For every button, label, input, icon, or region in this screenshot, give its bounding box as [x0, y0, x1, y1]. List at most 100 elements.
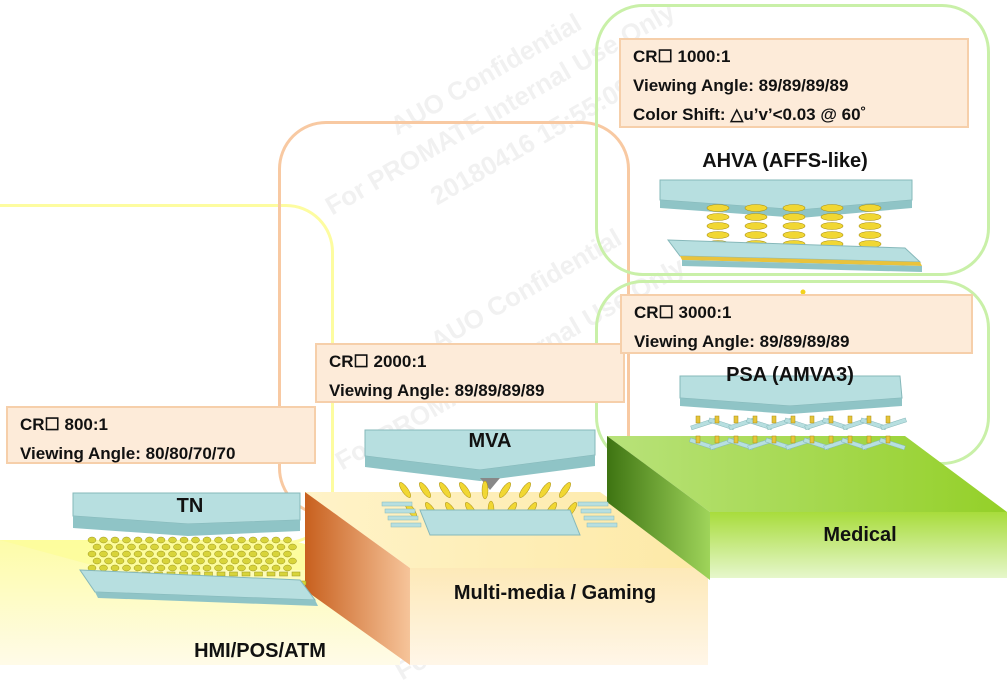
lc-molecule	[820, 222, 844, 230]
lc-molecule	[706, 222, 730, 230]
tn-viewing-angle: Viewing Angle: 80/80/70/70	[20, 444, 236, 463]
lc-molecule	[202, 564, 212, 572]
psa-cell-illustration	[679, 375, 907, 451]
lc-molecule	[695, 435, 701, 444]
lc-molecule	[242, 557, 251, 565]
lc-molecule	[519, 482, 531, 498]
lc-molecule	[714, 435, 720, 444]
mva-electrode	[580, 508, 612, 514]
lc-molecule	[214, 536, 223, 544]
lc-molecule	[122, 536, 131, 544]
lc-molecule	[133, 550, 143, 558]
lc-molecule	[439, 482, 451, 498]
ahva-spec-box: CR☐ 1000:1 Viewing Angle: 89/89/89/89 Co…	[619, 38, 969, 128]
lc-molecule	[260, 550, 269, 558]
lc-molecule	[179, 550, 189, 558]
mva-electrode	[586, 522, 618, 528]
lc-molecule	[271, 536, 281, 544]
lc-molecule	[202, 536, 212, 544]
lc-molecule	[271, 564, 281, 572]
lc-molecule	[92, 543, 102, 551]
lc-molecule	[847, 415, 853, 424]
lc-molecule	[99, 564, 108, 572]
lc-molecule	[173, 543, 182, 551]
tn-spec-box: CR☐ 800:1 Viewing Angle: 80/80/70/70	[6, 406, 316, 464]
lc-molecule	[145, 550, 154, 558]
lc-molecule	[184, 543, 194, 551]
lc-molecule	[145, 536, 154, 544]
lc-molecule	[225, 550, 235, 558]
lc-molecule	[122, 550, 131, 558]
tn-contrast-ratio: CR☐ 800:1	[20, 415, 108, 434]
mva-label: MVA	[468, 430, 512, 452]
lc-molecule	[191, 564, 200, 572]
lc-molecule	[866, 435, 872, 444]
lc-molecule	[820, 204, 844, 212]
lc-molecule	[288, 543, 297, 551]
lc-molecule	[230, 557, 240, 565]
psa-contrast-ratio: CR☐ 3000:1	[634, 303, 732, 322]
lc-molecule	[179, 564, 189, 572]
lc-molecule	[858, 222, 882, 230]
lc-molecule	[744, 213, 768, 221]
lc-molecule	[219, 543, 228, 551]
lc-molecule	[127, 557, 136, 565]
lc-molecule	[161, 543, 171, 551]
lc-molecule	[242, 543, 251, 551]
lc-molecule	[481, 480, 489, 500]
lc-molecule	[173, 557, 182, 565]
lc-molecule	[99, 536, 108, 544]
lc-molecule	[885, 415, 891, 424]
lc-molecule	[539, 482, 551, 498]
lc-molecule	[133, 564, 143, 572]
lc-molecule	[283, 536, 292, 544]
lc-molecule	[87, 550, 97, 558]
lc-molecule	[214, 564, 223, 572]
lc-molecule	[809, 435, 815, 444]
lc-molecule	[115, 557, 125, 565]
tn-label: TN	[176, 495, 204, 517]
lc-molecule	[168, 536, 177, 544]
lc-molecule	[866, 415, 872, 424]
lc-molecule	[138, 543, 148, 551]
lc-molecule	[110, 536, 120, 544]
lc-molecule	[271, 550, 281, 558]
lc-molecule	[695, 415, 701, 424]
lc-molecule	[248, 550, 258, 558]
lc-molecule	[752, 415, 758, 424]
mva-electrode	[390, 522, 422, 528]
lc-molecule	[207, 557, 217, 565]
lc-molecule	[885, 435, 891, 444]
lc-molecule	[254, 571, 263, 577]
lc-molecule	[145, 564, 154, 572]
mva-cell-illustration	[364, 429, 618, 536]
lc-molecule	[225, 564, 235, 572]
lc-molecule	[459, 482, 471, 498]
lc-molecule	[828, 435, 834, 444]
lc-molecule	[237, 564, 246, 572]
diagram-graphics	[0, 67, 1007, 665]
lc-molecule	[219, 557, 228, 565]
mva-bottom-substrate	[419, 509, 581, 536]
mva-viewing-angle: Viewing Angle: 89/89/89/89	[329, 381, 545, 400]
lc-molecule	[858, 231, 882, 239]
lc-molecule	[790, 435, 796, 444]
lc-molecule	[150, 557, 159, 565]
lc-molecule	[253, 557, 263, 565]
psa-spec-box: CR☐ 3000:1 Viewing Angle: 89/89/89/89	[620, 294, 973, 354]
lc-molecule	[706, 231, 730, 239]
hmi-category-label: HMI/POS/ATM	[194, 640, 326, 662]
lc-molecule	[399, 482, 411, 498]
lc-molecule	[110, 564, 120, 572]
lc-molecule	[110, 550, 120, 558]
ahva-color-shift: Color Shift: △u’v’<0.03 @ 60˚	[633, 105, 867, 124]
lc-molecule	[559, 482, 571, 498]
lc-molecule	[499, 482, 511, 498]
lc-molecule	[237, 550, 246, 558]
lc-molecule	[288, 557, 297, 565]
lc-molecule	[87, 536, 97, 544]
lc-molecule	[248, 536, 258, 544]
mva-spec-box: CR☐ 2000:1 Viewing Angle: 89/89/89/89	[315, 343, 625, 403]
ahva-viewing-angle: Viewing Angle: 89/89/89/89	[633, 76, 849, 95]
lc-molecule	[133, 536, 143, 544]
